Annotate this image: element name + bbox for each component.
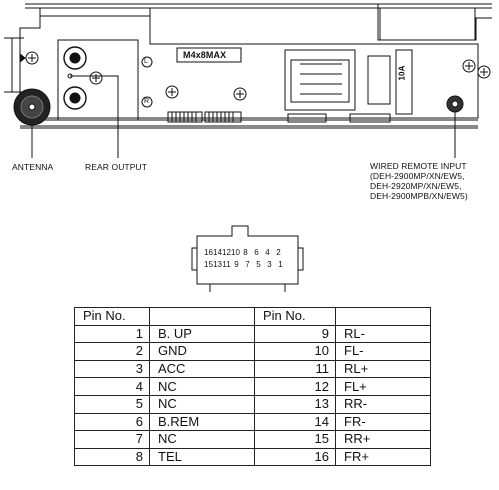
center-screw bbox=[165, 85, 179, 99]
center-screw-2 bbox=[233, 87, 247, 101]
channel-left-label: L bbox=[144, 58, 148, 65]
pin-number-cell: 1 bbox=[74, 324, 150, 344]
pin-number-cell: 9 bbox=[254, 324, 336, 344]
connector-pin-number: 6 bbox=[254, 248, 259, 257]
signal-cell: NC bbox=[149, 394, 255, 414]
left-bracket bbox=[4, 37, 24, 93]
table-header-row: Pin No. Pin No. bbox=[74, 307, 431, 326]
signal-cell: NC bbox=[149, 430, 255, 449]
signal-cell: RL- bbox=[335, 324, 431, 344]
left-arrow-icon bbox=[19, 52, 26, 64]
connector-pin-number: 12 bbox=[222, 248, 231, 257]
connector-pin-number: 5 bbox=[256, 260, 261, 269]
pin-number-cell: 11 bbox=[254, 359, 336, 379]
signal-cell: NC bbox=[149, 377, 255, 396]
right-tab bbox=[377, 4, 492, 41]
pin-number-cell: 12 bbox=[254, 377, 336, 396]
connector-pin-number: 2 bbox=[276, 248, 281, 257]
connector-pin-number: 9 bbox=[234, 260, 239, 269]
signal-cell: RR- bbox=[335, 394, 431, 414]
signal-cell: RR+ bbox=[335, 430, 431, 449]
amp-label: M4x8MAX bbox=[183, 50, 227, 60]
fuse-holder bbox=[395, 49, 413, 115]
pin-number-cell: 8 bbox=[74, 447, 150, 467]
connector-pin-number: 4 bbox=[265, 248, 270, 257]
left-screw bbox=[25, 51, 39, 65]
connector-pin-number: 8 bbox=[243, 248, 248, 257]
signal-cell: RL+ bbox=[335, 359, 431, 379]
connector-pin-number: 11 bbox=[222, 260, 231, 269]
top-rail bbox=[25, 3, 492, 40]
header-pin-no-right: Pin No. bbox=[254, 307, 336, 326]
wired-remote-label: WIRED REMOTE INPUT (DEH-2900MP/XN/EW5, D… bbox=[370, 161, 468, 201]
signal-cell: FL- bbox=[335, 342, 431, 361]
pin-number-cell: 14 bbox=[254, 412, 336, 432]
pin-number-cell: 13 bbox=[254, 394, 336, 414]
signal-cell: ACC bbox=[149, 359, 255, 379]
rca-lower-jack bbox=[63, 86, 87, 110]
channel-right-marker bbox=[141, 96, 153, 108]
rear-output-label: REAR OUTPUT bbox=[85, 162, 148, 172]
signal-cell: GND bbox=[149, 342, 255, 361]
unit-iso-connector bbox=[284, 49, 356, 111]
amp-label-box bbox=[176, 47, 242, 63]
signal-cell: B.REM bbox=[149, 412, 255, 432]
antenna-label: ANTENNA bbox=[12, 162, 54, 172]
signal-cell: FL+ bbox=[335, 377, 431, 396]
bottom-vents bbox=[167, 111, 391, 123]
connector-pin-number: 13 bbox=[213, 260, 222, 269]
pin-number-cell: 7 bbox=[74, 430, 150, 449]
pin-number-cell: 2 bbox=[74, 342, 150, 361]
header-signal-left bbox=[149, 307, 255, 326]
fuse-label: 10A bbox=[397, 65, 407, 81]
wired-remote-jack bbox=[446, 95, 464, 113]
signal-cell: FR- bbox=[335, 412, 431, 432]
pin-number-cell: 15 bbox=[254, 430, 336, 449]
rear-panel-diagram bbox=[4, 3, 492, 292]
header-pin-no-left: Pin No. bbox=[74, 307, 150, 326]
chassis-body bbox=[19, 15, 479, 119]
channel-left-marker bbox=[141, 56, 153, 68]
pin-number-cell: 4 bbox=[74, 377, 150, 396]
pin-number-cell: 16 bbox=[254, 447, 336, 467]
pin-number-cell: 6 bbox=[74, 412, 150, 432]
ground-terminal bbox=[89, 71, 103, 85]
side-connector bbox=[367, 55, 391, 105]
right-screw-upper bbox=[462, 59, 476, 73]
header-signal-right bbox=[335, 307, 431, 326]
antenna-jack bbox=[13, 88, 51, 126]
connector-pin-number: 10 bbox=[231, 248, 240, 257]
signal-cell: FR+ bbox=[335, 447, 431, 467]
connector-pin-number: 1 bbox=[278, 260, 283, 269]
connector-pin-number: 14 bbox=[213, 248, 222, 257]
pin-number-cell: 5 bbox=[74, 394, 150, 414]
connector-pin-number: 15 bbox=[204, 260, 213, 269]
connector-pin-number: 3 bbox=[267, 260, 272, 269]
rca-upper-jack bbox=[63, 46, 87, 70]
channel-right-label: R bbox=[144, 98, 150, 105]
pin-number-cell: 3 bbox=[74, 359, 150, 379]
harness-connector bbox=[191, 225, 304, 292]
signal-cell: B. UP bbox=[149, 324, 255, 344]
connector-pin-number: 7 bbox=[245, 260, 250, 269]
connector-pin-number: 16 bbox=[204, 248, 213, 257]
rca-block bbox=[57, 39, 139, 121]
right-screw-lower bbox=[477, 65, 491, 79]
signal-cell: TEL bbox=[149, 447, 255, 467]
pin-number-cell: 10 bbox=[254, 342, 336, 361]
